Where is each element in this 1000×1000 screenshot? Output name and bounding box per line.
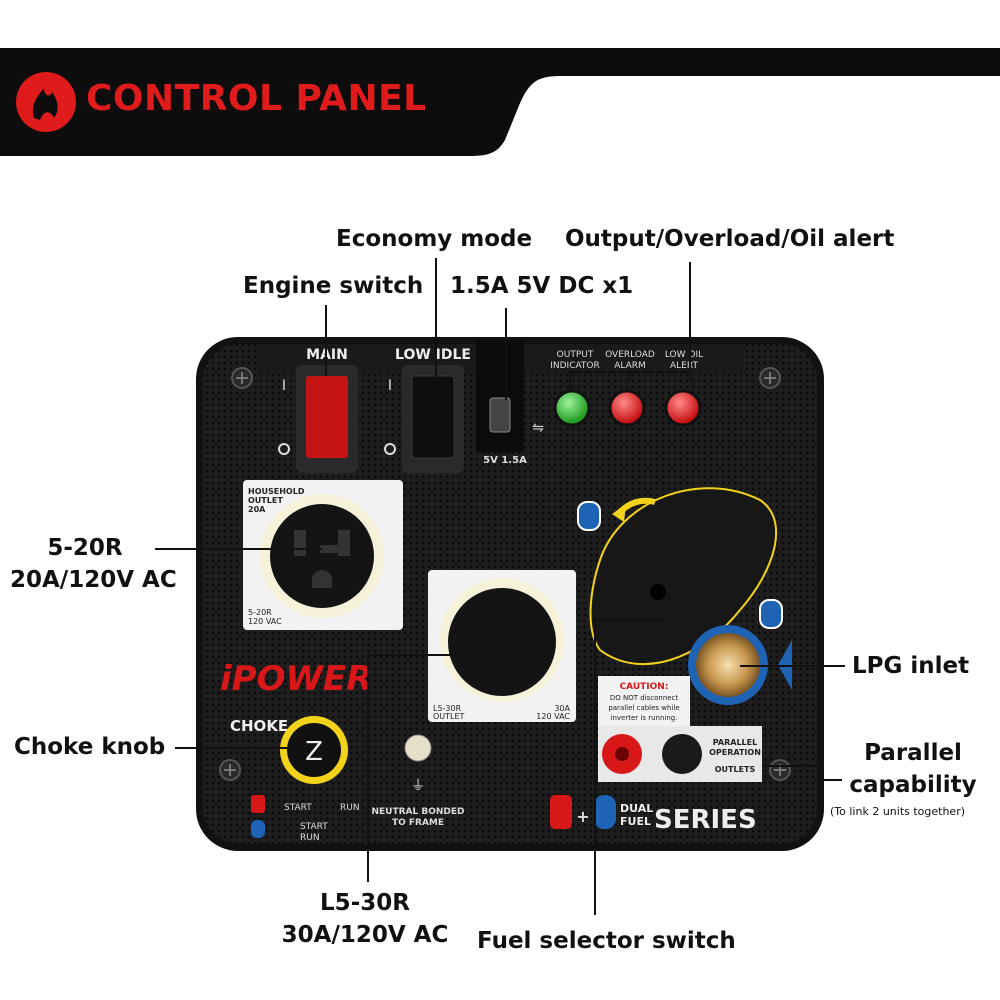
svg-text:OPERATION: OPERATION <box>709 748 761 757</box>
svg-text:I: I <box>282 378 286 394</box>
callout-l5-30r-line2: 30A/120V AC <box>281 922 449 948</box>
svg-text:OUTLET: OUTLET <box>248 496 283 505</box>
banner-title: CONTROL PANEL <box>86 78 427 119</box>
gasoline-badge-icon <box>550 795 572 829</box>
propane-badge-icon <box>594 795 616 829</box>
callout-l5-30r-line1: L5-30R <box>320 890 410 916</box>
usb-spec: 5V 1.5A <box>483 455 527 466</box>
svg-text:DO NOT disconnect: DO NOT disconnect <box>610 694 679 702</box>
svg-text:RUN: RUN <box>340 803 360 813</box>
svg-text:PARALLEL: PARALLEL <box>713 738 757 747</box>
callout-usb: 1.5A 5V DC x1 <box>450 273 634 299</box>
svg-text:L5-30R: L5-30R <box>433 704 462 713</box>
svg-text:120 VAC: 120 VAC <box>248 617 282 626</box>
output-indicator-led <box>553 389 591 427</box>
banner <box>0 48 1000 156</box>
propane-icon-selector <box>577 501 601 531</box>
overload-alarm-led <box>608 389 646 427</box>
gas-can-icon <box>251 795 265 813</box>
output-indicator-label: OUTPUT <box>557 350 594 360</box>
svg-text:START: START <box>300 822 328 832</box>
ground-icon: ⏚ <box>411 778 425 794</box>
outlet-l5-30r[interactable] <box>448 588 556 696</box>
callout-economy-mode: Economy mode <box>336 226 533 252</box>
svg-text:+: + <box>576 807 589 826</box>
svg-text:inverter is running.: inverter is running. <box>611 714 678 722</box>
callout-parallel: Parallel capability <box>838 737 988 801</box>
svg-text:HOUSEHOLD: HOUSEHOLD <box>248 487 305 496</box>
callout-5-20r-line2: 20A/120V AC <box>10 567 177 593</box>
ground-terminal[interactable] <box>404 734 432 762</box>
callout-fuel-selector: Fuel selector switch <box>477 928 736 954</box>
leader-lines <box>155 258 845 915</box>
svg-text:TO FRAME: TO FRAME <box>392 818 444 828</box>
low-oil-label-2: ALERT <box>670 361 698 371</box>
output-indicator-label-2: INDICATOR <box>550 361 600 371</box>
callout-engine-switch: Engine switch <box>243 273 424 299</box>
caution-label <box>598 676 690 726</box>
svg-text:20A: 20A <box>248 505 266 514</box>
callout-5-20r: 5-20R 20A/120V AC <box>10 532 177 596</box>
usb-port[interactable] <box>476 340 524 452</box>
usb-icon: ⇋ <box>532 420 544 436</box>
svg-text:OUTLETS: OUTLETS <box>715 765 756 774</box>
callout-output-alert: Output/Overload/Oil alert <box>565 226 895 252</box>
svg-text:30A: 30A <box>554 704 570 713</box>
low-oil-label: LOW OIL <box>665 350 703 360</box>
svg-text:OUTLET: OUTLET <box>433 712 465 721</box>
callout-parallel-note: (To link 2 units together) <box>830 805 966 818</box>
callout-parallel-line2: capability <box>849 772 977 798</box>
parallel-black-terminal[interactable] <box>662 734 702 774</box>
outlet-5-20r[interactable] <box>270 504 374 608</box>
callout-lpg-inlet: LPG inlet <box>852 653 970 679</box>
svg-text:120 VAC: 120 VAC <box>536 712 570 721</box>
choke-label: CHOKE <box>230 717 288 735</box>
svg-text:5-20R: 5-20R <box>248 608 272 617</box>
svg-text:Z: Z <box>305 737 323 767</box>
low-idle-label: LOW IDLE <box>395 347 471 363</box>
overload-label-2: ALARM <box>614 361 646 371</box>
svg-text:RUN: RUN <box>300 833 320 843</box>
svg-text:CAUTION:: CAUTION: <box>620 682 669 692</box>
svg-text:DUAL: DUAL <box>620 802 653 815</box>
svg-text:NEUTRAL BONDED: NEUTRAL BONDED <box>371 807 464 817</box>
low-oil-alert-led <box>664 389 702 427</box>
callout-parallel-line1: Parallel <box>864 740 962 766</box>
svg-text:parallel cables while: parallel cables while <box>608 704 679 712</box>
callout-choke-knob: Choke knob <box>14 734 166 760</box>
svg-text:FUEL: FUEL <box>620 815 651 828</box>
callout-l5-30r: L5-30R 30A/120V AC <box>270 887 460 951</box>
svg-text:SERIES: SERIES <box>654 805 757 835</box>
brand-logo: iPOWER <box>220 659 372 699</box>
propane-icon-inlet <box>759 599 783 629</box>
propane-tank-icon <box>251 820 265 838</box>
overload-label: OVERLOAD <box>605 350 655 360</box>
svg-text:START: START <box>284 803 312 813</box>
callout-5-20r-line1: 5-20R <box>47 535 123 561</box>
svg-text:I: I <box>388 378 392 394</box>
